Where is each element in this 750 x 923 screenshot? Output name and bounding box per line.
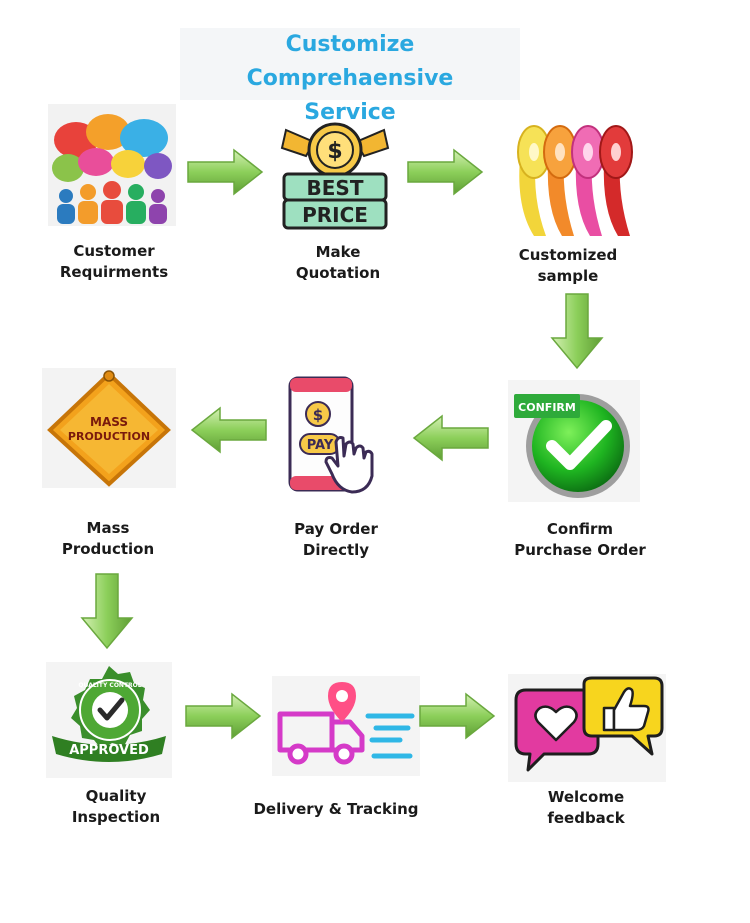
mass-production-sign-icon: MASS PRODUCTION xyxy=(42,368,176,488)
title-line-1: Customize Comprehaensive xyxy=(180,28,520,96)
arrow-right-icon xyxy=(182,690,264,742)
approved-seal-icon: QUALITY CONTROL APPROVED xyxy=(46,662,172,778)
step-label-line: Welcome xyxy=(496,787,676,808)
approved-text: APPROVED xyxy=(69,743,149,758)
confirm-check-icon: CONFIRM xyxy=(508,380,640,502)
step-label-line: Customer xyxy=(24,241,204,262)
arrow-down-icon xyxy=(78,570,136,652)
step-label-line: sample xyxy=(478,266,658,287)
price-text: PRICE xyxy=(302,203,368,227)
quality-control-text: QUALITY CONTROL xyxy=(78,682,141,689)
step-label-line: Directly xyxy=(246,540,426,561)
dollar-sign: $ xyxy=(327,139,342,164)
customer-requirements-icon xyxy=(48,104,176,226)
step-label-line: Production xyxy=(18,539,198,560)
step-label-pay: Pay Order Directly xyxy=(246,519,426,561)
title-box: Customize Comprehaensive Service xyxy=(180,28,520,100)
phone-pay-icon: $ PAY xyxy=(280,372,396,498)
step-label-delivery: Delivery & Tracking xyxy=(246,799,426,820)
arrow-left-icon xyxy=(188,404,270,456)
step-label-quality: Quality Inspection xyxy=(26,786,206,828)
pay-text: PAY xyxy=(307,438,334,453)
step-label-sample: Customized sample xyxy=(478,245,658,287)
arrow-right-icon xyxy=(184,146,266,198)
arrow-right-icon xyxy=(404,146,486,198)
step-label-customer: Customer Requirments xyxy=(24,241,204,283)
delivery-truck-icon xyxy=(272,676,420,776)
step-label-mass-production: Mass Production xyxy=(18,518,198,560)
step-label-line: Customized xyxy=(478,245,658,266)
step-label-line: Mass xyxy=(18,518,198,539)
step-label-confirm: Confirm Purchase Order xyxy=(490,519,670,561)
arrow-right-icon xyxy=(416,690,498,742)
best-text: BEST xyxy=(307,176,364,200)
step-label-line: feedback xyxy=(496,808,676,829)
confirm-text: CONFIRM xyxy=(518,401,576,414)
step-label-line: Quality xyxy=(26,786,206,807)
step-label-line: Delivery & Tracking xyxy=(246,799,426,820)
step-label-line: Quotation xyxy=(248,263,428,284)
production-text: PRODUCTION xyxy=(68,430,150,443)
step-label-line: Pay Order xyxy=(246,519,426,540)
dollar-sign: $ xyxy=(313,406,323,424)
feedback-bubbles-icon xyxy=(508,674,666,782)
step-label-feedback: Welcome feedback xyxy=(496,787,676,829)
step-label-quotation: Make Quotation xyxy=(248,242,428,284)
mass-text: MASS xyxy=(90,415,128,429)
step-label-line: Requirments xyxy=(24,262,204,283)
step-label-line: Confirm xyxy=(490,519,670,540)
arrow-left-icon xyxy=(410,412,492,464)
ribbon-rolls-icon xyxy=(512,118,638,238)
arrow-down-icon xyxy=(548,290,606,372)
step-label-line: Make xyxy=(248,242,428,263)
step-label-line: Purchase Order xyxy=(490,540,670,561)
step-label-line: Inspection xyxy=(26,807,206,828)
best-price-badge-icon: $ BEST PRICE xyxy=(276,112,394,232)
